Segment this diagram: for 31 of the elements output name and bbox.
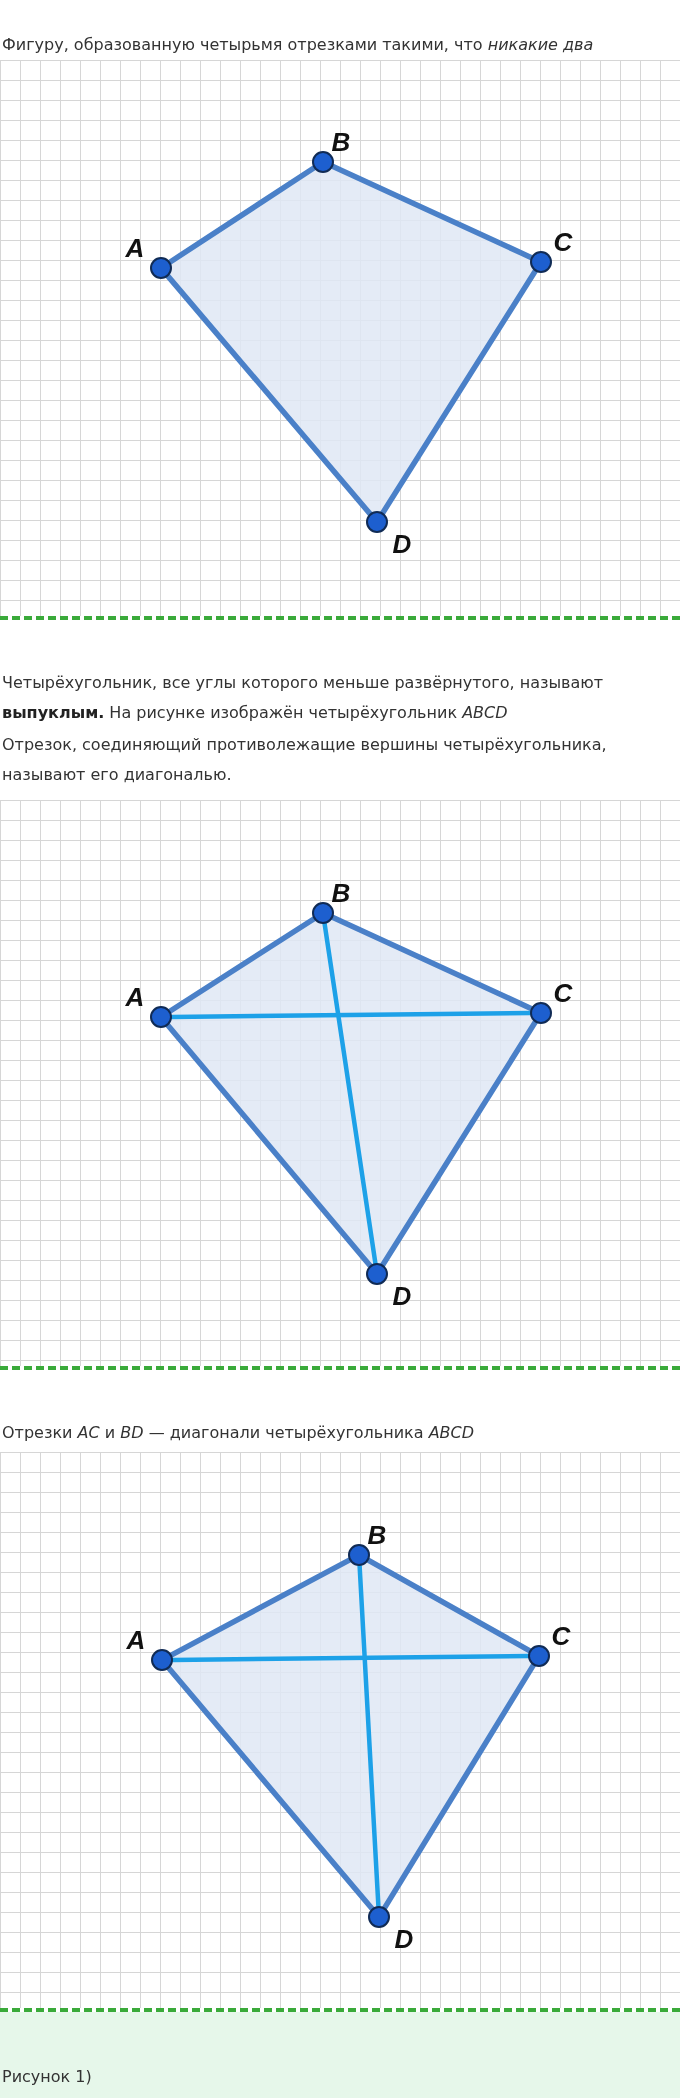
vertex-label: D xyxy=(392,531,412,557)
line-segment xyxy=(380,1019,538,1268)
text-paragraph: Отрезок, соединяющий противолежащие вершины четырёхугольника, называют его диагональю. xyxy=(2,734,608,787)
line-segment xyxy=(166,1665,375,1912)
line-segment xyxy=(165,1022,373,1269)
vertex-label: C xyxy=(553,980,573,1006)
line-segment xyxy=(168,1557,353,1658)
line-segment xyxy=(165,273,373,517)
vertex-label: A xyxy=(125,235,145,261)
line-segment xyxy=(330,163,534,261)
line-segment xyxy=(322,921,378,1266)
text-paragraph: Рисунок 1) xyxy=(2,2066,93,2088)
vertex-label: C xyxy=(553,229,573,255)
vertex-label: A xyxy=(125,984,145,1010)
vertex-label: B xyxy=(331,880,351,906)
line-segment xyxy=(167,165,317,265)
line-segment xyxy=(330,914,534,1012)
vertex-label: B xyxy=(331,129,351,155)
text-paragraph: Четырёхугольник, все углы которого меньше развёрнутого, называют выпуклым. На рисунке изображён четырёхугольник ABCD xyxy=(2,672,605,725)
vertex-label: D xyxy=(392,1283,412,1309)
line-segment xyxy=(167,916,317,1014)
text-paragraph: Отрезки AC и BD — диагонали четырёхугольника ABCD xyxy=(2,1422,476,1444)
text-paragraph: Фигуру, образованную четырьмя отрезками такими, что никакие два xyxy=(2,34,595,56)
vertex-label: C xyxy=(551,1623,571,1649)
line-segment xyxy=(365,1557,533,1654)
vertex-label: B xyxy=(367,1522,387,1548)
line-segment xyxy=(380,268,538,516)
vertex-label: A xyxy=(126,1627,146,1653)
line-segment xyxy=(357,1563,381,1909)
line-segment xyxy=(382,1662,536,1911)
vertex-label: D xyxy=(394,1926,414,1952)
